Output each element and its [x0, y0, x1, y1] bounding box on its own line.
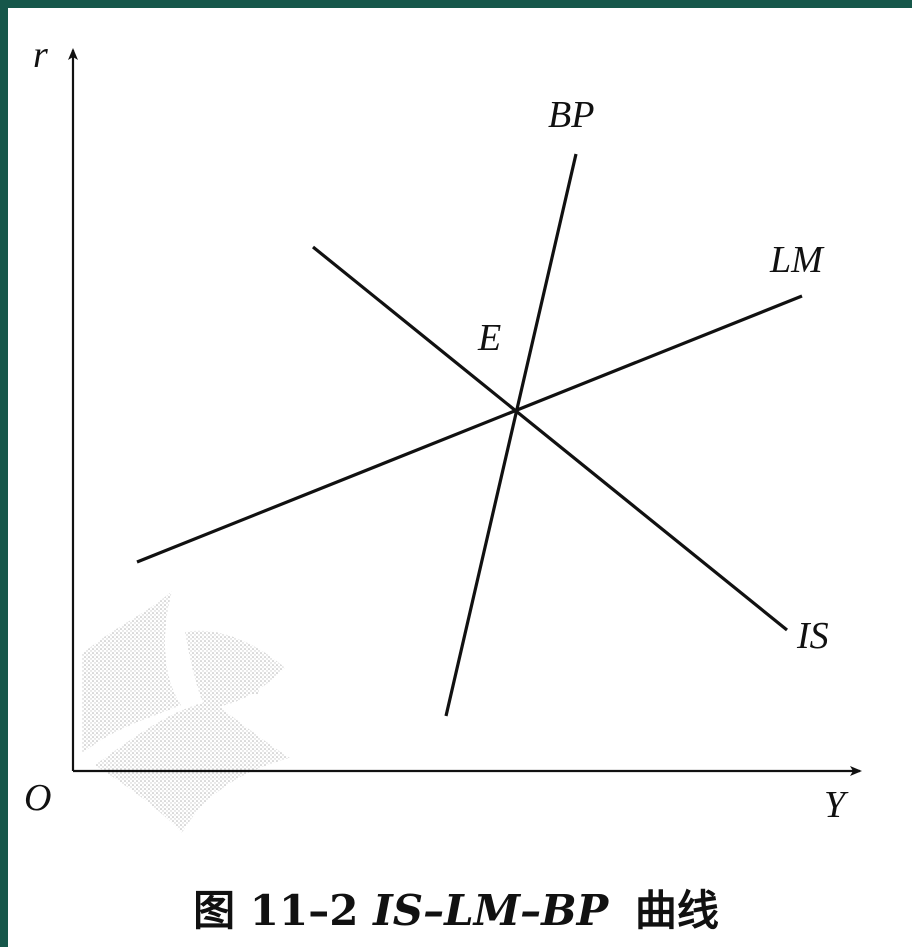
y-axis-label: r — [33, 34, 48, 76]
watermark-seal-icon — [82, 591, 290, 833]
caption-suffix: 曲线 — [635, 886, 719, 935]
lm-label: LM — [769, 239, 825, 281]
lm-curve — [136, 294, 803, 564]
caption-title: IS–LM–BP — [372, 886, 609, 935]
equilibrium-label: E — [477, 317, 501, 359]
origin-label: O — [24, 777, 51, 819]
is-label: IS — [796, 615, 829, 657]
caption-prefix: 图 11–2 — [193, 886, 358, 935]
x-axis-label: Y — [824, 784, 849, 826]
bp-curve — [444, 153, 578, 717]
paper-background — [8, 8, 912, 947]
bp-label: BP — [548, 94, 594, 136]
figure-caption: 图 11–2 IS–LM–BP 曲线 — [193, 886, 719, 935]
is-curve — [311, 245, 789, 632]
